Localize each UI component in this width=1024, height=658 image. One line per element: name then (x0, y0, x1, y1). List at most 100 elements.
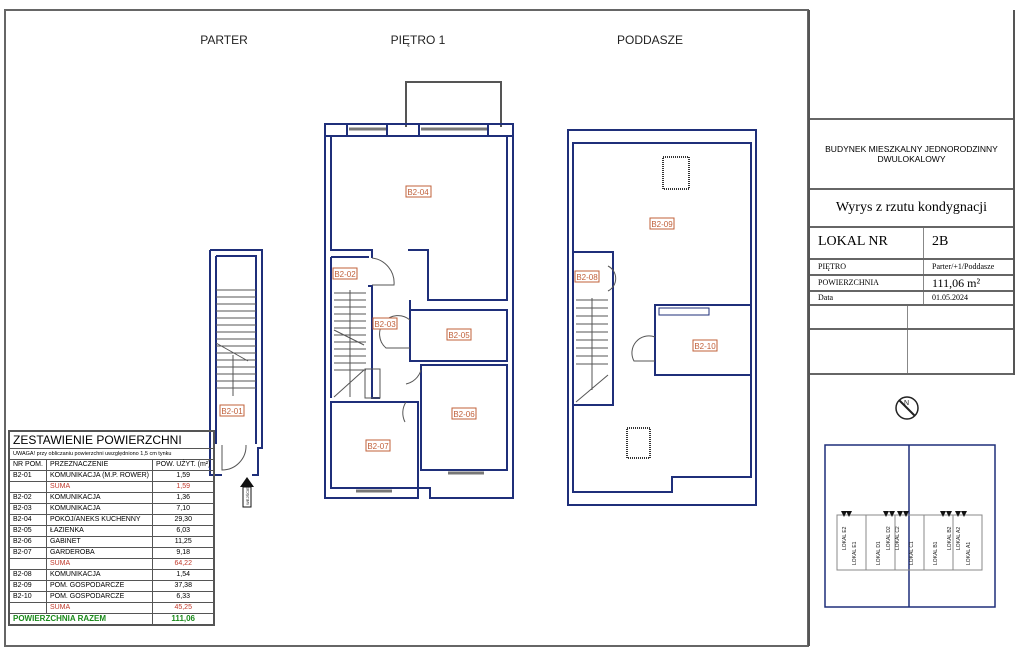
plan-pietro-1: B2-04 B2-02 B2-03 B2-05 B2-06 B2-07 (324, 81, 514, 499)
area-value: 111,06 m² (932, 276, 981, 290)
title-block-divider (808, 10, 810, 646)
table-note: UWAGA! przy obliczaniu powierzchni uwzgl… (8, 448, 215, 460)
svg-text:N: N (904, 400, 909, 407)
site-unit: LOKAL E2 (842, 526, 848, 550)
cell-area: 6,03 (152, 525, 215, 537)
cell-area: 1,59 (152, 470, 215, 482)
title-block: BUDYNEK MIESZKALNY JEDNORODZINNY DWULOKA… (808, 10, 1015, 375)
room-label-b2-04: B2-04 (407, 188, 429, 197)
cell-name: GABINET (45, 536, 154, 548)
cell-nr: B2-07 (8, 547, 47, 559)
cell-area: 9,18 (152, 547, 215, 559)
cell-area: 64,22 (152, 558, 215, 570)
cell-area: 1,54 (152, 569, 215, 581)
cell-nr: B2-08 (8, 569, 47, 581)
lokal-value: 2B (932, 234, 949, 249)
pietro-value: Parter/+1/Poddasze (932, 262, 995, 271)
cell-name: POM. GOSPODARCZE (45, 591, 154, 603)
column-header: NR POM. (8, 459, 47, 471)
cell-area: 7,10 (152, 503, 215, 515)
building-name: BUDYNEK MIESZKALNY JEDNORODZINNY DWULOKA… (810, 120, 1013, 190)
cell-area: 11,25 (152, 536, 215, 548)
north-compass-icon: N (895, 396, 919, 420)
site-unit: LOKAL A1 (966, 542, 972, 565)
site-unit: LOKAL A2 (956, 527, 962, 550)
area-label: POWIERZCHNIA (810, 276, 924, 290)
room-label-b2-10: B2-10 (694, 342, 716, 351)
cell-nr (8, 558, 47, 570)
header-poddasze: PODDASZE (617, 33, 683, 47)
room-label-b2-03: B2-03 (374, 320, 396, 329)
site-unit: LOKAL C1 (909, 541, 915, 565)
room-label-b2-07: B2-07 (367, 442, 389, 451)
cell-nr: B2-02 (8, 492, 47, 504)
room-label-b2-09: B2-09 (651, 220, 673, 229)
column-header: POW. UŻYT. (m²) (152, 459, 215, 471)
cell-name: GARDEROBA (45, 547, 154, 559)
cell-name: SUMA (45, 558, 154, 570)
subtitle: Wyrys z rzutu kondygnacji (810, 190, 1013, 228)
cell-nr: B2-04 (8, 514, 47, 526)
plan-poddasze: B2-09 B2-08 B2-10 (567, 129, 757, 506)
pietro-label: PIĘTRO (810, 260, 924, 274)
room-label-b2-08: B2-08 (576, 273, 598, 282)
lokal-label: LOKAL NR (810, 228, 924, 258)
cell-name: SUMA (45, 481, 154, 493)
cell-nr: B2-10 (8, 591, 47, 603)
cell-nr: B2-03 (8, 503, 47, 515)
plan-parter: B2-01 WEJŚCIE (209, 249, 263, 508)
site-unit: LOKAL B2 (947, 526, 953, 550)
total-value: 111,06 (152, 613, 215, 626)
room-label-b2-06: B2-06 (453, 410, 475, 419)
cell-area: 6,33 (152, 591, 215, 603)
site-unit: LOKAL D1 (876, 541, 882, 565)
header-parter: PARTER (200, 33, 248, 47)
cell-name: ŁAZIENKA (45, 525, 154, 537)
balcony (405, 81, 502, 127)
room-label-b2-02: B2-02 (334, 270, 356, 279)
room-label-b2-05: B2-05 (448, 331, 470, 340)
cell-area: 45,25 (152, 602, 215, 614)
table-header-row: NR POM. PRZEZNACZENIE POW. UŻYT. (m²) (8, 459, 215, 471)
area-summary-table: ZESTAWIENIE POWIERZCHNI UWAGA! przy obli… (8, 430, 216, 626)
column-header: PRZEZNACZENIE (45, 459, 154, 471)
site-unit: LOKAL E1 (852, 541, 858, 565)
cell-nr (8, 602, 47, 614)
cell-nr: B2-09 (8, 580, 47, 592)
date-value: 01.05.2024 (932, 293, 968, 302)
site-plan: LOKAL E2 LOKAL E1 LOKAL D1 LOKAL D2 LOKA… (824, 444, 996, 608)
cell-nr (8, 481, 47, 493)
cell-area: 29,30 (152, 514, 215, 526)
total-row: POWIERZCHNIA RAZEM 111,06 (8, 613, 215, 626)
cell-area: 1,59 (152, 481, 215, 493)
cell-name: POKÓJ/ANEKS KUCHENNY (45, 514, 154, 526)
cell-nr: B2-01 (8, 470, 47, 482)
entrance-label: WEJŚCIE (245, 487, 250, 505)
table-title: ZESTAWIENIE POWIERZCHNI (8, 430, 215, 449)
cell-area: 37,38 (152, 580, 215, 592)
site-unit: LOKAL D2 (886, 526, 892, 550)
site-unit: LOKAL C2 (895, 526, 901, 550)
cell-name: KOMUNIKACJA (M.P. ROWER) (45, 470, 154, 482)
cell-nr: B2-06 (8, 536, 47, 548)
date-label: Data (810, 292, 924, 304)
cell-area: 1,36 (152, 492, 215, 504)
total-label: POWIERZCHNIA RAZEM (8, 613, 153, 626)
cell-name: KOMUNIKACJA (45, 492, 154, 504)
header-pietro1: PIĘTRO 1 (391, 33, 446, 47)
room-label-b2-01: B2-01 (221, 407, 243, 416)
cell-name: KOMUNIKACJA (45, 503, 154, 515)
cell-nr: B2-05 (8, 525, 47, 537)
cell-name: SUMA (45, 602, 154, 614)
